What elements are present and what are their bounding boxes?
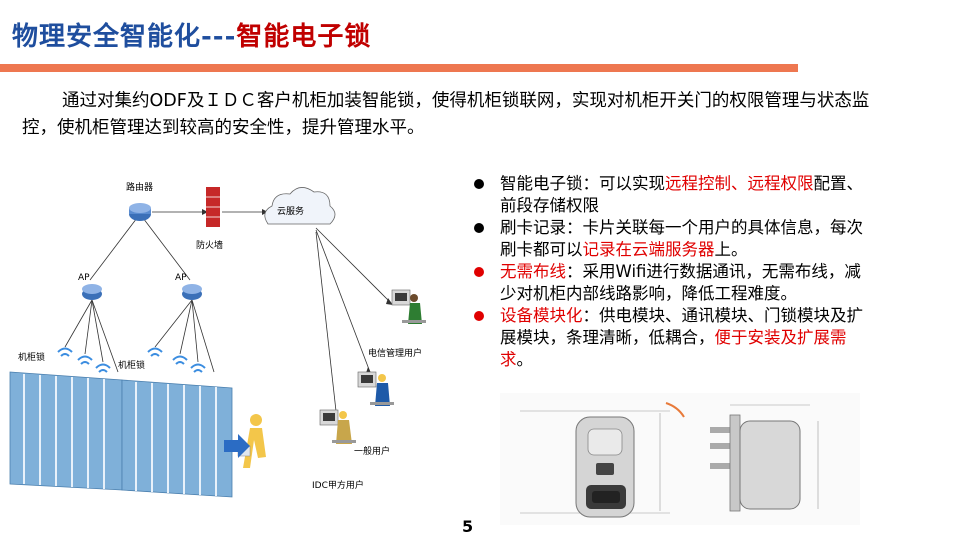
general-user-label: 一般用户 — [354, 445, 390, 457]
bullet-dot — [474, 267, 484, 277]
lock-rotation-arrow — [665, 402, 685, 418]
bullet-dot — [474, 223, 484, 233]
title-underline — [0, 64, 798, 72]
network-diagram: 路由器 防火墙 云服务 AP AP 机柜锁 机柜锁 — [9, 181, 426, 498]
ap-icon-2 — [182, 284, 202, 300]
intro-text: 通过对集约ODF及ＩＤＣ客户机柜加装智能锁，使得机柜锁联网，实现对机柜开关门的权… — [22, 91, 870, 138]
list-item: 无需布线：采用Wifi进行数据通讯，无需布线，减少对机柜内部线路影响，降低工程难… — [472, 261, 872, 305]
router-label: 路由器 — [126, 181, 153, 193]
wifi-icons — [57, 347, 206, 373]
list-item: 智能电子锁：可以实现远程控制、远程权限配置、前段存储权限 — [472, 173, 872, 217]
cabinet-rack-1 — [9, 371, 123, 491]
page-number: 5 — [462, 517, 474, 536]
cabinet-rack-2 — [121, 379, 233, 498]
telecom-user-label: 电信管理用户 — [368, 347, 422, 359]
intro-paragraph: 通过对集约ODF及ＩＤＣ客户机柜加装智能锁，使得机柜锁联网，实现对机柜开关门的权… — [22, 88, 882, 142]
feature-list: 智能电子锁：可以实现远程控制、远程权限配置、前段存储权限 刷卡记录：卡片关联每一… — [472, 173, 872, 371]
firewall-label: 防火墙 — [196, 239, 223, 251]
router-icon — [129, 203, 151, 221]
lock-side-view — [710, 404, 819, 512]
idc-user-icon — [319, 409, 356, 444]
ap-label-2: AP — [175, 273, 187, 283]
bullet-dot — [474, 179, 484, 189]
arrow-icon — [224, 434, 250, 458]
page-title: 物理安全智能化---智能电子锁 — [12, 16, 371, 53]
bullet-dot — [474, 311, 484, 321]
cloud-label: 云服务 — [277, 205, 304, 217]
cabinet-label-1: 机柜锁 — [18, 351, 45, 363]
smart-lock-image — [500, 393, 860, 525]
list-item: 刷卡记录：卡片关联每一个用户的具体信息，每次刷卡都可以记录在云端服务器上。 — [472, 217, 872, 261]
idc-user-label: IDC甲方用户 — [312, 479, 364, 491]
cabinet-label-2: 机柜锁 — [118, 359, 145, 371]
lock-front-view — [520, 410, 670, 518]
general-user-icon — [357, 371, 394, 406]
firewall-icon — [206, 187, 220, 227]
telecom-user-icon — [391, 289, 426, 324]
list-item: 设备模块化：供电模块、通讯模块、门锁模块及扩展模块，条理清晰，低耦合，便于安装及… — [472, 305, 872, 371]
title-part2: 智能电子锁 — [236, 22, 372, 52]
ap-icon-1 — [82, 284, 102, 300]
ap-label-1: AP — [78, 273, 90, 283]
cloud-icon — [264, 187, 336, 225]
title-part1: 物理安全智能化--- — [12, 22, 237, 52]
